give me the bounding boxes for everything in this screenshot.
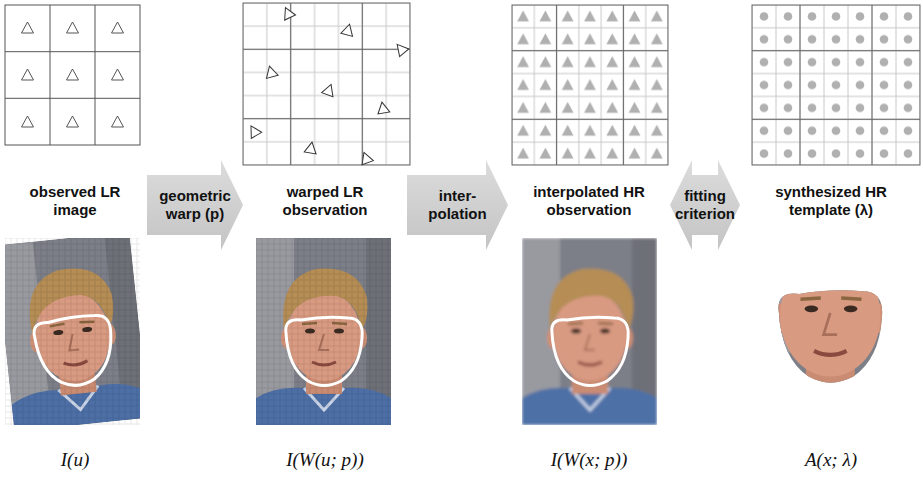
lr-grid bbox=[5, 5, 140, 145]
stage-column: synthesized HR template (λ) A(x; λ) bbox=[742, 183, 920, 471]
stage-title: interpolated HR observation bbox=[522, 183, 657, 219]
lr-photo bbox=[0, 232, 149, 432]
math-label: I(u) bbox=[61, 449, 89, 471]
stage-column: warped LR observationI(W(u; p)) bbox=[245, 183, 405, 471]
interpolated-grid bbox=[512, 5, 668, 165]
math-label: I(W(u; p)) bbox=[286, 449, 364, 471]
block-arrow bbox=[670, 160, 740, 250]
arrow-label: geometric warp (p) bbox=[151, 187, 239, 223]
warped-photo bbox=[256, 238, 391, 425]
stage-title: observed LR image bbox=[20, 183, 130, 219]
block-arrow bbox=[407, 160, 508, 250]
arrow-label: fitting criterion bbox=[674, 187, 736, 223]
math-label: A(x; λ) bbox=[805, 449, 857, 471]
block-arrow bbox=[147, 160, 243, 250]
template-grid bbox=[752, 5, 920, 165]
interpolated-photo bbox=[522, 238, 657, 425]
stage-column: observed LR imageI(u) bbox=[5, 183, 145, 471]
template-face bbox=[738, 183, 921, 437]
stage-title: warped LR observation bbox=[270, 183, 380, 219]
math-label: I(W(x; p)) bbox=[551, 449, 627, 471]
arrow-label: inter- polation bbox=[411, 187, 504, 223]
warped-grid bbox=[243, 3, 410, 165]
stage-column: interpolated HR observationI(W(x; p)) bbox=[510, 183, 668, 471]
stage-title: synthesized HR template (λ) bbox=[764, 183, 899, 219]
